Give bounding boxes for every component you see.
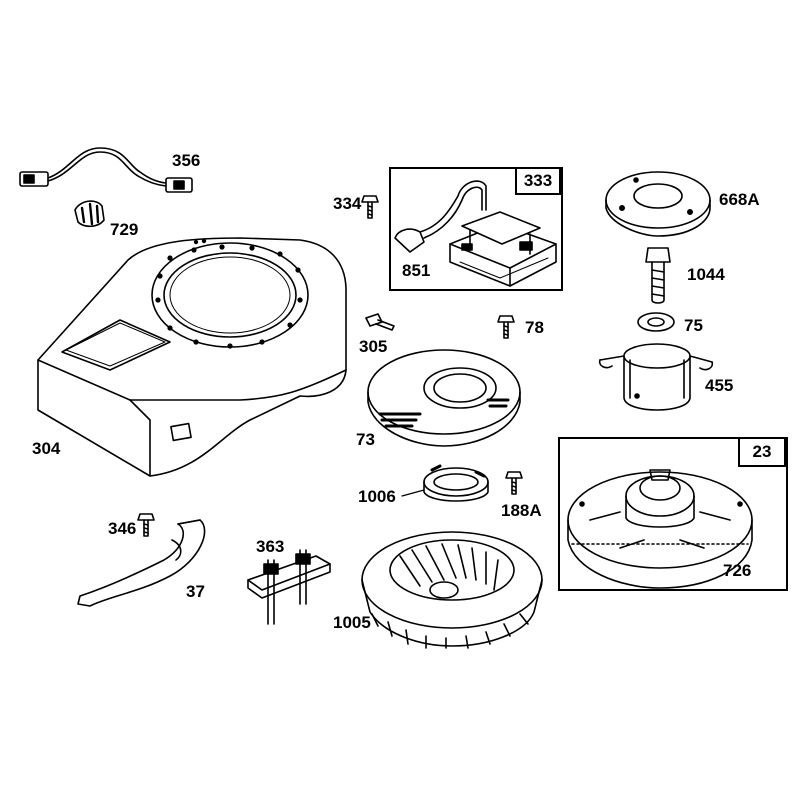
- flywheel-group-box: [558, 437, 788, 591]
- plate-668a-drawing: [605, 171, 711, 237]
- part-number-1005: 1005: [333, 613, 371, 632]
- part-number-75: 75: [684, 316, 703, 335]
- screw-346-drawing: [137, 513, 155, 537]
- blower-housing-drawing: [37, 237, 347, 477]
- screw-188a-drawing: [505, 471, 523, 495]
- flywheel-726-drawing: [567, 469, 753, 589]
- ring-1006-drawing: [423, 464, 489, 502]
- washer-75-drawing: [637, 312, 675, 332]
- part-number-78: 78: [525, 318, 544, 337]
- bracket-37-drawing: [77, 519, 206, 607]
- leader-line-1006: [401, 489, 425, 497]
- part-number-363: 363: [256, 537, 285, 556]
- armature-group-box: [389, 167, 563, 291]
- screw-78-drawing: [497, 315, 515, 339]
- bracket-363-drawing: [247, 549, 331, 625]
- part-number-23: 23: [738, 437, 786, 467]
- screen-73-drawing: [367, 349, 521, 447]
- part-number-356: 356: [172, 151, 201, 170]
- screw-334-drawing: [361, 195, 379, 219]
- part-number-455: 455: [705, 376, 734, 395]
- part-number-729: 729: [110, 220, 139, 239]
- part-number-851: 851: [402, 261, 431, 280]
- part-number-1006: 1006: [358, 487, 396, 506]
- armature-drawing: [394, 180, 557, 287]
- fan-1005-drawing: [361, 531, 543, 649]
- part-number-333: 333: [515, 167, 561, 195]
- part-number-726: 726: [723, 561, 752, 580]
- part-number-1044: 1044: [687, 265, 725, 284]
- part-number-73: 73: [356, 430, 375, 449]
- plug-cap-drawing: [74, 200, 105, 228]
- part-number-334: 334: [333, 194, 362, 213]
- part-number-305: 305: [359, 337, 388, 356]
- screw-305-drawing: [365, 313, 395, 331]
- part-number-188a: 188A: [501, 501, 542, 520]
- part-number-304: 304: [32, 439, 61, 458]
- part-number-346: 346: [108, 519, 137, 538]
- part-number-37: 37: [186, 582, 205, 601]
- bolt-1044-drawing: [645, 247, 671, 304]
- wire-harness-drawing: [19, 147, 193, 193]
- cup-455-drawing: [598, 343, 714, 411]
- part-number-668a: 668A: [719, 190, 760, 209]
